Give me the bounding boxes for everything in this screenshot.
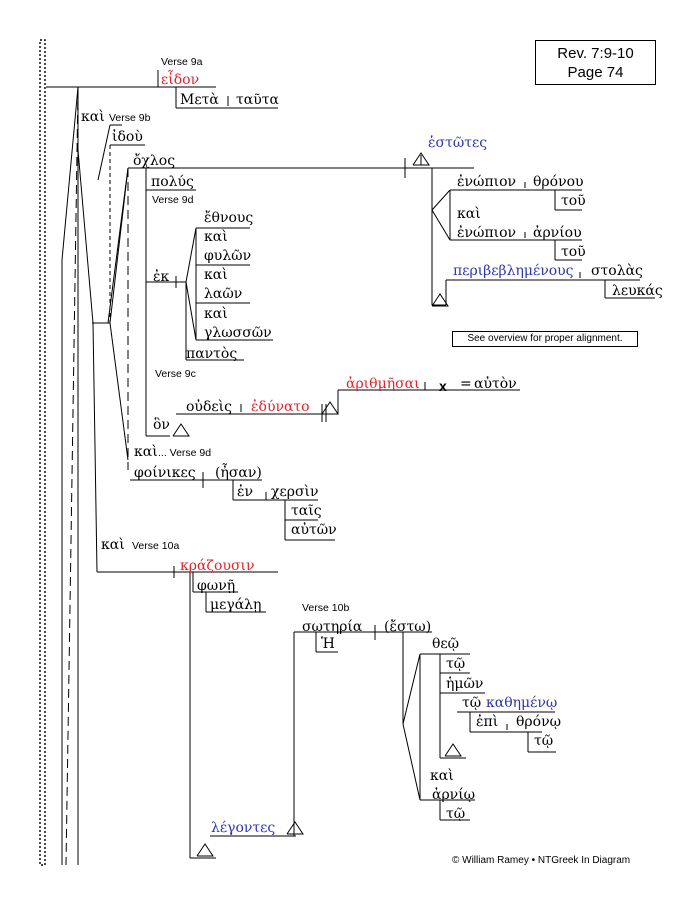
diagram-line xyxy=(431,189,451,211)
triangle-marker xyxy=(196,843,214,857)
word-meta: Μετὰ xyxy=(180,92,219,108)
diagram-line xyxy=(65,86,79,866)
word-to-4: τῷ xyxy=(446,806,466,822)
word-kathemeno: καθημένῳ xyxy=(486,695,558,711)
word-thronou: θρόνου xyxy=(533,174,584,190)
word-tou-2: τοῦ xyxy=(561,244,586,260)
triangle-marker xyxy=(444,743,462,757)
word-he: Ἡ xyxy=(321,636,335,652)
word-kai-c: καὶ xyxy=(204,306,228,322)
word-hon: ὃν xyxy=(153,417,170,433)
word-ethnous: ἔθνους xyxy=(204,210,254,226)
word-chersin: χερσὶν xyxy=(271,484,319,500)
triangle-marker xyxy=(431,293,449,307)
word-x: x xyxy=(439,378,447,394)
verse-label-9d-2: ... Verse 9d xyxy=(158,447,212,459)
triangle-marker xyxy=(321,401,339,415)
word-idou: ἰδοὺ xyxy=(112,129,143,145)
word-en: ἐν xyxy=(237,484,254,500)
diagram-line xyxy=(431,209,451,241)
verse-label-9b: Verse 9b xyxy=(109,112,151,124)
triangle-marker xyxy=(286,821,304,835)
diagram-line xyxy=(92,322,98,573)
word-kai-a: καὶ xyxy=(204,229,228,245)
word-theo: θεῷ xyxy=(432,636,460,652)
word-enopion-1: ἐνώπιον xyxy=(457,174,517,190)
word-to-3: τῷ xyxy=(534,733,554,749)
word-auton-1: αὐτὸν xyxy=(474,376,517,392)
word-edunato: ἐδύνατο xyxy=(251,399,310,415)
word-kai-9b: καὶ xyxy=(81,109,105,125)
reference-line-1: Rev. 7:9-10 xyxy=(557,45,634,62)
diagram-line xyxy=(61,86,79,261)
reference-line-2: Page 74 xyxy=(567,64,624,81)
word-to-2: τῷ xyxy=(462,695,482,711)
word-kai-10a: καὶ xyxy=(101,537,125,553)
word-oudeis: οὐδεὶς xyxy=(186,399,232,415)
word-arniou: ἀρνίου xyxy=(533,225,582,241)
verse-label-9d-1: Verse 9d xyxy=(152,194,194,206)
word-soteria: σωτηρία xyxy=(302,619,363,635)
word-tauta: ταῦτα xyxy=(236,92,279,108)
margin-border xyxy=(39,39,46,866)
word-hestotes: ἑστῶτες xyxy=(428,135,488,151)
diagram-line xyxy=(97,124,111,181)
word-ek: ἐκ xyxy=(153,269,170,285)
alignment-note: See overview for proper alignment. xyxy=(452,331,638,347)
word-auton-2: αὐτῶν xyxy=(291,522,337,538)
diagram-line xyxy=(77,149,94,324)
word-laon: λαῶν xyxy=(204,286,243,302)
verse-label-10b: Verse 10b xyxy=(302,602,350,614)
verse-label-10a: Verse 10a xyxy=(132,540,180,552)
word-phulon: φυλῶν xyxy=(204,248,252,264)
word-stolas: στολὰς xyxy=(591,263,643,279)
word-kai-right: καὶ xyxy=(457,206,481,222)
word-phoinikes: φοίνικες xyxy=(134,465,196,481)
diagram-line xyxy=(185,281,197,341)
word-megale: μεγάλῃ xyxy=(210,597,262,613)
reference-box: Rev. 7:9-10 Page 74 xyxy=(535,40,656,85)
diagram-line xyxy=(402,653,421,725)
word-phone: φωνῇ xyxy=(197,578,236,594)
diagram-line xyxy=(109,322,129,461)
word-kai-9d: καὶ xyxy=(134,444,158,460)
word-esto: (ἔστω) xyxy=(384,619,432,635)
word-tais: ταῖς xyxy=(291,503,322,519)
word-arithmesai: ἀριθμῆσαι xyxy=(346,376,420,392)
diagram-line xyxy=(402,723,421,801)
word-eidon: εἶδον xyxy=(161,72,200,88)
word-pantos: παντὸς xyxy=(186,346,238,362)
word-arnio: ἀρνίῳ xyxy=(432,787,476,803)
verse-label-9a: Verse 9a xyxy=(161,56,203,68)
word-polus: πολύς xyxy=(151,174,194,190)
word-eq: = xyxy=(460,376,472,392)
word-epi: ἐπὶ xyxy=(476,714,499,730)
copyright: © William Ramey • NTGreek In Diagram xyxy=(452,855,631,866)
word-kai-final: καὶ xyxy=(430,768,454,784)
word-hemon: ἡμῶν xyxy=(446,676,484,692)
word-leukas: λευκάς xyxy=(612,283,663,299)
diagram-line xyxy=(185,227,197,283)
word-ochlos: ὄχλος xyxy=(133,153,176,169)
word-peribeblemenous: περιβεβλημένους xyxy=(453,263,574,279)
word-throno: θρόνῳ xyxy=(516,714,562,730)
word-to-1: τῷ xyxy=(446,656,466,672)
word-esan: (ἦσαν) xyxy=(215,465,262,481)
word-krazousin: κράζουσιν xyxy=(180,558,255,574)
word-kai-b: καὶ xyxy=(204,267,228,283)
word-glosson: γλωσσῶν xyxy=(204,325,272,341)
triangle-marker xyxy=(172,423,190,437)
word-legontes: λέγοντες xyxy=(211,820,276,836)
verse-label-9c: Verse 9c xyxy=(155,368,196,380)
word-enopion-2: ἐνώπιον xyxy=(457,225,517,241)
diagram-line xyxy=(109,167,129,324)
word-tou-1: τοῦ xyxy=(561,193,586,209)
triangle-marker xyxy=(412,152,430,166)
